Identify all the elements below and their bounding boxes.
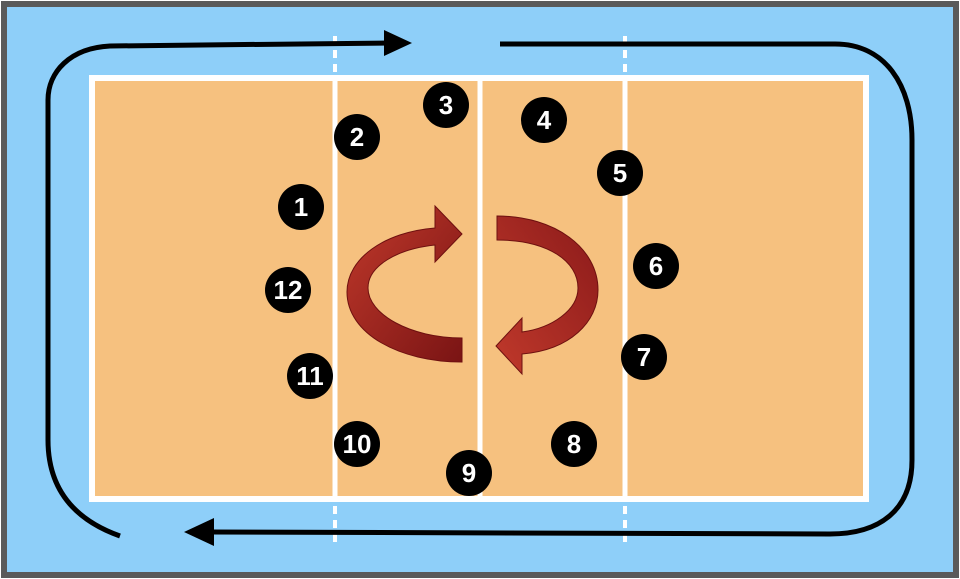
player-number: 3 (439, 90, 453, 120)
player-number: 12 (274, 275, 303, 305)
player-number: 10 (343, 429, 372, 459)
player-marker-8: 8 (551, 421, 597, 467)
player-circle (551, 421, 597, 467)
player-marker-2: 2 (334, 114, 380, 160)
player-marker-7: 7 (621, 334, 667, 380)
rotation-arrow-left (346, 204, 463, 363)
outer-path-bottom-arrowhead (184, 518, 214, 546)
clockwise-lap-arrow-icon (45, 30, 915, 546)
outer-path-top-arrowhead (384, 30, 412, 56)
player-circle (446, 450, 492, 496)
player-circle (423, 82, 469, 128)
player-number: 2 (350, 122, 364, 152)
player-number: 9 (462, 458, 476, 488)
player-circle (621, 334, 667, 380)
player-number: 5 (613, 158, 627, 188)
rotation-arrow-right (495, 215, 599, 376)
player-circle (287, 353, 333, 399)
player-number: 6 (649, 251, 663, 281)
player-marker-5: 5 (597, 150, 643, 196)
player-number: 1 (294, 192, 308, 222)
player-marker-4: 4 (521, 97, 567, 143)
player-marker-3: 3 (423, 82, 469, 128)
player-marker-6: 6 (633, 243, 679, 289)
player-number: 11 (296, 361, 324, 391)
player-marker-11: 11 (287, 353, 333, 399)
player-circle (278, 184, 324, 230)
player-circle (265, 267, 311, 313)
counter-clockwise-rotation-arrows-icon (346, 204, 599, 376)
player-marker-10: 10 (334, 421, 380, 467)
outer-path-right (209, 41, 915, 537)
player-marker-1: 1 (278, 184, 324, 230)
player-marker-12: 12 (265, 267, 311, 313)
player-circle (521, 97, 567, 143)
outer-path-top-left (45, 40, 389, 539)
player-circle (633, 243, 679, 289)
player-number: 8 (567, 429, 581, 459)
player-number: 4 (537, 105, 552, 135)
player-number: 7 (637, 342, 651, 372)
player-marker-9: 9 (446, 450, 492, 496)
player-circle (597, 150, 643, 196)
player-circle (334, 114, 380, 160)
player-circle (334, 421, 380, 467)
